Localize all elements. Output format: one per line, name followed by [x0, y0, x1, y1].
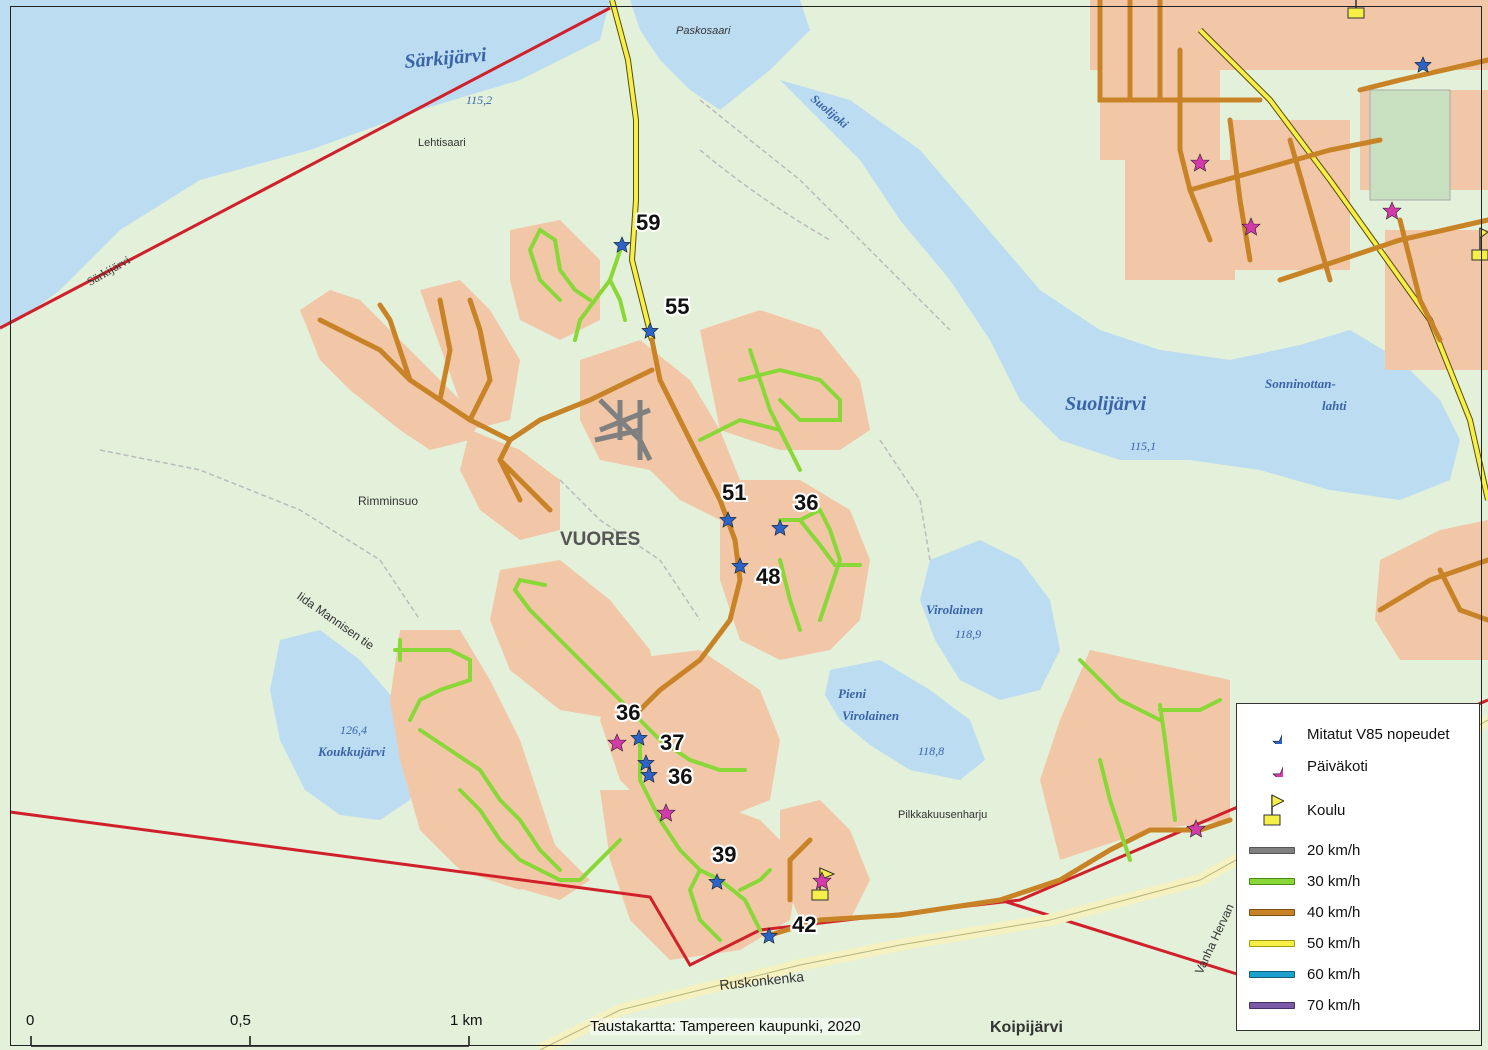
- legend-item-measured: Mitatut V85 nopeudet: [1237, 722, 1479, 746]
- speed-label-s42: 42: [792, 912, 816, 937]
- virolainen-lake: [920, 540, 1060, 700]
- scale-label-zero: 0: [26, 1012, 35, 1029]
- speed-label-s48: 48: [756, 564, 780, 589]
- label-lehtisaari: Lehtisaari: [418, 137, 466, 149]
- legend-item-50: 50 km/h: [1237, 931, 1479, 955]
- label-pieni-virolainen: Virolainen: [842, 708, 899, 723]
- speed-label-s36b: 36: [616, 700, 640, 725]
- ruskonkenka-road-edge: [539, 719, 1488, 1050]
- speed-20-roads: [594, 398, 653, 462]
- legend-item-20: 20 km/h: [1237, 838, 1479, 862]
- school-flag-icon: [1471, 227, 1488, 261]
- label-sonninottan: Sonninottan-: [1265, 376, 1336, 391]
- label-virolainen: Virolainen: [926, 602, 983, 617]
- label-paskosaari: Paskosaari: [676, 25, 731, 37]
- map-legend: Mitatut V85 nopeudet Päiväkoti Koulu 20 …: [1236, 703, 1480, 1031]
- legend-label-school: Koulu: [1307, 801, 1346, 819]
- legend-item-60: 60 km/h: [1237, 962, 1479, 986]
- koukkujarvi-lake: [270, 630, 420, 820]
- footpaths: [99, 99, 951, 621]
- label-pieni-virolainen-elev: 118,8: [918, 744, 944, 758]
- speed-40-roads: [317, 0, 1488, 938]
- label-koukkujarvi: Koukkujärvi: [317, 744, 386, 759]
- legend-item-30: 30 km/h: [1237, 869, 1479, 893]
- paskosaari-bay: [630, 0, 810, 110]
- legend-item-70: 70 km/h: [1237, 993, 1479, 1017]
- label-koukkujarvi-elev: 126,4: [340, 723, 367, 737]
- legend-item-40: 40 km/h: [1237, 900, 1479, 924]
- sarkijarvi-lake: [0, 0, 610, 330]
- legend-label-daycare: Päiväkoti: [1307, 757, 1368, 775]
- speed-30-roads: [393, 227, 1222, 942]
- legend-item-daycare: Päiväkoti: [1237, 754, 1479, 778]
- legend-label-20: 20 km/h: [1307, 841, 1361, 859]
- legend-label-70: 70 km/h: [1307, 996, 1361, 1014]
- label-vuores: VUORES: [560, 529, 640, 550]
- legend-label-50: 50 km/h: [1307, 934, 1361, 952]
- scale-label-one: 1 km: [450, 1012, 483, 1029]
- label-koipijarvi: Koipijärvi: [990, 1019, 1063, 1036]
- speed-label-s36c: 36: [668, 764, 692, 789]
- school-flag-icon: [1263, 794, 1284, 826]
- label-rimminsuo: Rimminsuo: [358, 494, 418, 508]
- speed-label-s39: 39: [712, 842, 736, 867]
- scale-label-half: 0,5: [230, 1012, 251, 1029]
- sports-field: [1369, 89, 1451, 201]
- label-pieni: Pieni: [838, 686, 867, 701]
- legend-label-40: 40 km/h: [1307, 903, 1361, 921]
- label-virolainen-elev: 118,9: [955, 627, 981, 641]
- label-suolijarvi: Suolijärvi: [1065, 393, 1147, 415]
- scale-bar: [30, 1036, 470, 1047]
- magenta-star-icon: [1261, 755, 1283, 777]
- speed-label-s37: 37: [660, 730, 684, 755]
- label-sarkijarvi-elev: 115,2: [466, 93, 492, 107]
- speed-label-s51: 51: [722, 480, 746, 505]
- label-pilkkakuusenharju: Pilkkakuusenharju: [898, 809, 987, 821]
- pieni-virolainen-lake: [825, 660, 985, 780]
- blue-star-icon: [1262, 724, 1282, 744]
- municipal-boundary: [0, 6, 1488, 977]
- speed-label-s59: 59: [636, 210, 660, 235]
- speed-label-s55: 55: [665, 294, 689, 319]
- map-credit: Taustakartta: Tampereen kaupunki, 2020: [590, 1018, 861, 1035]
- legend-item-school: Koulu: [1237, 792, 1479, 828]
- legend-label-30: 30 km/h: [1307, 872, 1361, 890]
- label-suolijarvi-elev: 115,1: [1130, 439, 1156, 453]
- speed-label-s36a: 36: [794, 490, 818, 515]
- suolijoki-channel: [780, 80, 1460, 500]
- legend-label-measured: Mitatut V85 nopeudet: [1307, 725, 1450, 743]
- legend-label-60: 60 km/h: [1307, 965, 1361, 983]
- label-lahti: lahti: [1322, 398, 1347, 413]
